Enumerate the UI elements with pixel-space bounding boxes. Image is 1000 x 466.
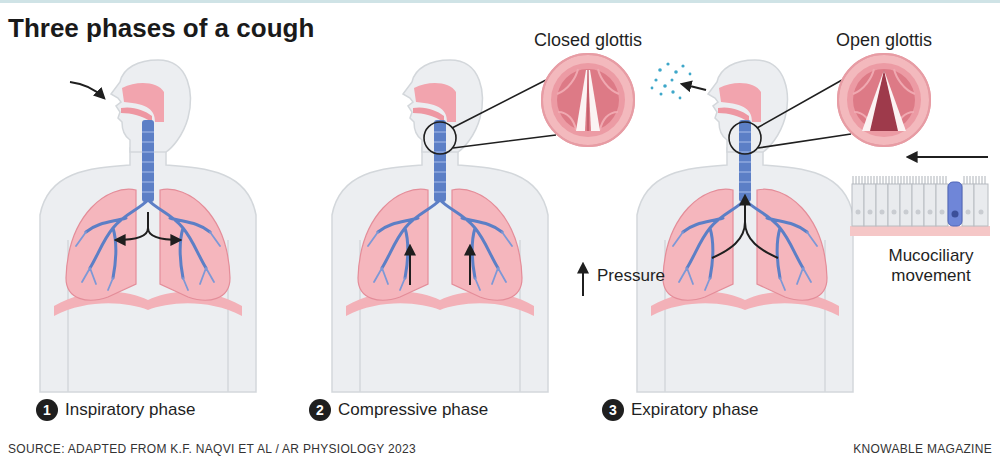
source-caption: SOURCE: ADAPTED FROM K.F. NAQVI ET AL / …	[8, 442, 416, 456]
ciliated-epithelium	[850, 176, 990, 236]
open-glottis-view	[838, 54, 930, 146]
annotation-label: Pressure	[597, 266, 665, 285]
annotation-label-box: Closed glottis	[534, 30, 642, 51]
body-figure	[332, 60, 548, 392]
annotation-label: Closed glottis	[534, 30, 642, 50]
body-figure	[40, 60, 256, 392]
annotation-label-box: Mucociliary movement	[876, 246, 986, 287]
phase-label: Compressive phase	[338, 400, 488, 420]
source-caption-box: SOURCE: ADAPTED FROM K.F. NAQVI ET AL / …	[8, 442, 416, 456]
callout-number: 3	[602, 399, 624, 421]
callout-number: 1	[36, 399, 58, 421]
top-rule	[0, 0, 1000, 3]
droplets	[651, 62, 692, 99]
annotation-label: Open glottis	[836, 30, 932, 50]
title-box: Three phases of a cough	[8, 13, 314, 44]
phase-label: Inspiratory phase	[65, 400, 195, 420]
callout-number: 2	[309, 399, 331, 421]
phase-step: 3 Expiratory phase	[602, 399, 759, 421]
glottis-callout	[424, 80, 851, 154]
closed-glottis-view	[542, 54, 634, 146]
phase-label: Expiratory phase	[631, 400, 759, 420]
phase-step: 2 Compressive phase	[309, 399, 488, 421]
title: Three phases of a cough	[8, 13, 314, 43]
phase-step: 1 Inspiratory phase	[36, 399, 195, 421]
annotation-label-box: Open glottis	[836, 30, 932, 51]
annotation-label: Mucociliary movement	[888, 246, 973, 285]
annotation-label-box: KNOWABLE MAGAZINE	[853, 442, 992, 456]
annotation-label-box: Pressure	[597, 266, 665, 286]
body-figure	[637, 60, 853, 392]
annotation-label: KNOWABLE MAGAZINE	[853, 442, 992, 456]
